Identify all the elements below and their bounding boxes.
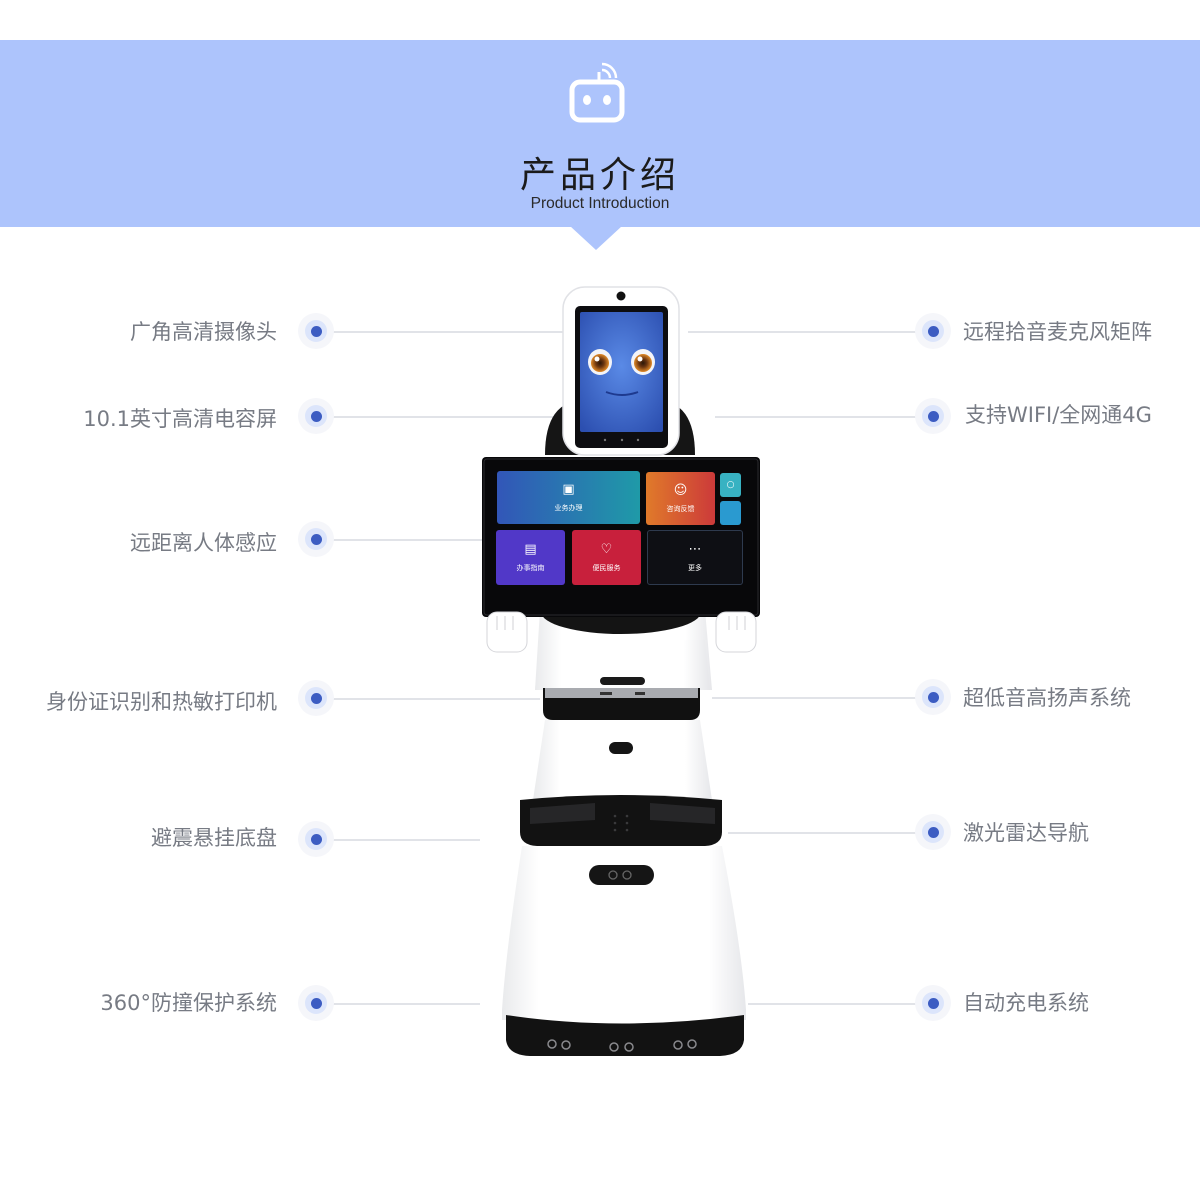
header-banner xyxy=(0,40,1200,227)
feature-dot xyxy=(915,679,951,715)
tile-label: 更多 xyxy=(688,563,702,572)
page-subtitle: Product Introduction xyxy=(530,195,670,212)
connector-line xyxy=(728,832,918,834)
feature-dot xyxy=(298,313,334,349)
side-button-bottom[interactable] xyxy=(720,501,741,525)
heart-hand-icon: ♡ xyxy=(600,541,613,557)
feature-dot xyxy=(298,821,334,857)
connector-line xyxy=(715,416,918,418)
feature-label: 10.1英寸高清电容屏 xyxy=(83,407,277,431)
feature-speaker: 超低音高扬声系统 xyxy=(963,677,1131,717)
signpost-icon: ▤ xyxy=(524,541,537,557)
feature-lidar: 激光雷达导航 xyxy=(963,812,1089,852)
feature-touchscreen: 10.1英寸高清电容屏 xyxy=(0,398,277,438)
feature-label: 支持WIFI/全网通4G xyxy=(965,403,1152,427)
feature-auto-charging: 自动充电系统 xyxy=(963,982,1089,1022)
connector-line xyxy=(330,539,485,541)
feature-anti-collision: 360°防撞保护系统 xyxy=(0,982,277,1022)
connector-line xyxy=(330,698,540,700)
connector-line xyxy=(330,839,480,841)
tile-label: 业务办理 xyxy=(554,503,583,512)
connector-line xyxy=(748,1003,918,1005)
feature-wifi-4g: 支持WIFI/全网通4G xyxy=(965,394,1152,434)
feature-label: 超低音高扬声系统 xyxy=(963,686,1131,710)
feature-dot xyxy=(298,985,334,1021)
feature-label: 避震悬挂底盘 xyxy=(151,826,277,850)
feature-dot xyxy=(915,313,951,349)
monitor-person-icon: ▣ xyxy=(562,481,575,497)
tile-consult[interactable]: ☺ 咨询反馈 xyxy=(646,472,715,525)
feature-label: 广角高清摄像头 xyxy=(130,320,277,344)
connector-line xyxy=(330,331,570,333)
banner-pointer xyxy=(570,226,622,250)
feature-id-printer: 身份证识别和热敏打印机 xyxy=(0,681,277,721)
feature-label: 360°防撞保护系统 xyxy=(100,991,277,1015)
connector-line xyxy=(688,331,918,333)
connector-line xyxy=(712,697,918,699)
tile-guide[interactable]: ▤ 办事指南 xyxy=(496,530,565,585)
tile-more[interactable]: ⋯ 更多 xyxy=(647,530,743,585)
feature-dot xyxy=(298,680,334,716)
feature-label: 远距离人体感应 xyxy=(130,531,277,555)
feature-label: 身份证识别和热敏打印机 xyxy=(46,690,277,714)
circle-icon: ○ xyxy=(726,480,735,490)
more-dots-icon: ⋯ xyxy=(688,541,702,557)
feature-label: 自动充电系统 xyxy=(963,991,1089,1015)
connector-line xyxy=(330,416,560,418)
feature-dot xyxy=(298,398,334,434)
tile-label: 咨询反馈 xyxy=(666,504,695,513)
page-title: 产品介绍 xyxy=(519,155,680,196)
feature-dot xyxy=(298,521,334,557)
feature-label: 远程拾音麦克风矩阵 xyxy=(963,320,1152,344)
feature-dot xyxy=(915,985,951,1021)
feature-wide-angle-camera: 广角高清摄像头 xyxy=(0,311,277,351)
tile-service[interactable]: ♡ 便民服务 xyxy=(572,530,641,585)
feature-suspension-chassis: 避震悬挂底盘 xyxy=(0,817,277,857)
robot-wifi-icon xyxy=(569,62,625,123)
feature-human-sensing: 远距离人体感应 xyxy=(0,522,277,562)
feature-label: 激光雷达导航 xyxy=(963,821,1089,845)
feature-mic-array: 远程拾音麦克风矩阵 xyxy=(963,311,1152,351)
tile-label: 办事指南 xyxy=(516,563,545,572)
tile-label: 便民服务 xyxy=(592,563,621,572)
tile-business[interactable]: ▣ 业务办理 xyxy=(497,471,640,524)
side-button-top[interactable]: ○ xyxy=(720,473,741,497)
feature-dot xyxy=(915,814,951,850)
feature-dot xyxy=(915,398,951,434)
connector-line xyxy=(330,1003,480,1005)
smiley-chat-icon: ☺ xyxy=(673,482,688,498)
